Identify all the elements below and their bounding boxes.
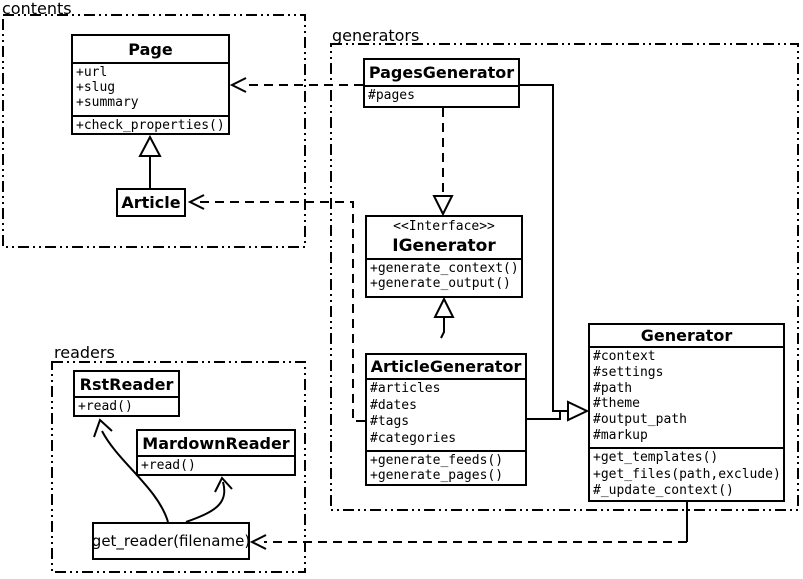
class-mardownreader-methods: +read() bbox=[138, 455, 294, 474]
class-mardownreader-title: MardownReader bbox=[142, 433, 290, 453]
class-rstreader-title: RstReader bbox=[79, 374, 174, 394]
generators-package-border bbox=[330, 43, 799, 511]
hollow-triangle-icon bbox=[432, 195, 454, 217]
class-rstreader-methods: +read() bbox=[75, 396, 178, 415]
readers-package-border bbox=[51, 361, 306, 573]
class-pagesgenerator-title: PagesGenerator bbox=[368, 63, 515, 82]
class-article-title: Article bbox=[121, 193, 181, 212]
open-arrow-icon bbox=[214, 476, 233, 493]
function-get-reader-label: get_reader(filename) bbox=[91, 532, 251, 550]
edge-articlegenerator-to-generator bbox=[527, 410, 568, 420]
contents-package-label: contents bbox=[2, 0, 72, 18]
generators-package-label: generators bbox=[332, 26, 420, 45]
class-rstreader: RstReader +read() bbox=[73, 370, 180, 417]
open-arrow-icon bbox=[249, 534, 267, 550]
class-articlegenerator-methods: +generate_feeds() +generate_pages() bbox=[367, 450, 525, 486]
open-arrow-icon bbox=[93, 418, 113, 438]
class-page-methods: +check_properties() bbox=[73, 115, 228, 137]
edge-articlegenerator-to-igenerator bbox=[440, 318, 445, 339]
readers-package-label: readers bbox=[54, 343, 115, 362]
contents-package-border bbox=[2, 14, 306, 248]
class-pagesgenerator-attributes: #pages bbox=[365, 85, 518, 106]
interface-stereotype: <<Interface>> bbox=[393, 219, 495, 234]
class-page-title: Page bbox=[128, 39, 173, 59]
class-articlegenerator: ArticleGenerator #articles #dates #tags … bbox=[365, 353, 527, 486]
class-articlegenerator-title: ArticleGenerator bbox=[370, 357, 522, 376]
class-generator-title: Generator bbox=[640, 326, 733, 345]
class-articlegenerator-attributes: #articles #dates #tags #categories bbox=[367, 378, 525, 450]
class-page: Page +url +slug +summary +check_properti… bbox=[71, 34, 230, 135]
edge-pagesgenerator-to-generator bbox=[520, 84, 568, 412]
class-generator-methods: +get_templates() +get_files(path,exclude… bbox=[590, 447, 783, 502]
class-article: Article bbox=[116, 188, 186, 217]
class-igenerator: <<Interface>> IGenerator +generate_conte… bbox=[365, 215, 523, 298]
class-mardownreader: MardownReader +read() bbox=[136, 429, 296, 476]
class-page-attributes: +url +slug +summary bbox=[73, 62, 228, 115]
hollow-triangle-icon bbox=[433, 296, 455, 318]
open-arrow-icon bbox=[229, 77, 247, 93]
class-igenerator-methods: +generate_context() +generate_output() bbox=[367, 258, 521, 296]
class-igenerator-header: <<Interface>> IGenerator bbox=[367, 217, 521, 258]
class-igenerator-title: IGenerator bbox=[392, 236, 496, 256]
class-generator-attributes: #context #settings #path #theme #output_… bbox=[590, 346, 783, 447]
open-arrow-icon bbox=[187, 194, 205, 210]
hollow-triangle-icon bbox=[138, 134, 162, 157]
edge-getreader-to-mardownreader bbox=[185, 481, 226, 523]
edge-articlegenerator-to-article bbox=[200, 201, 365, 422]
hollow-triangle-icon bbox=[567, 400, 590, 422]
class-generator: Generator #context #settings #path #them… bbox=[588, 323, 785, 502]
function-get-reader: get_reader(filename) bbox=[92, 522, 250, 560]
class-pagesgenerator: PagesGenerator #pages bbox=[363, 58, 520, 108]
